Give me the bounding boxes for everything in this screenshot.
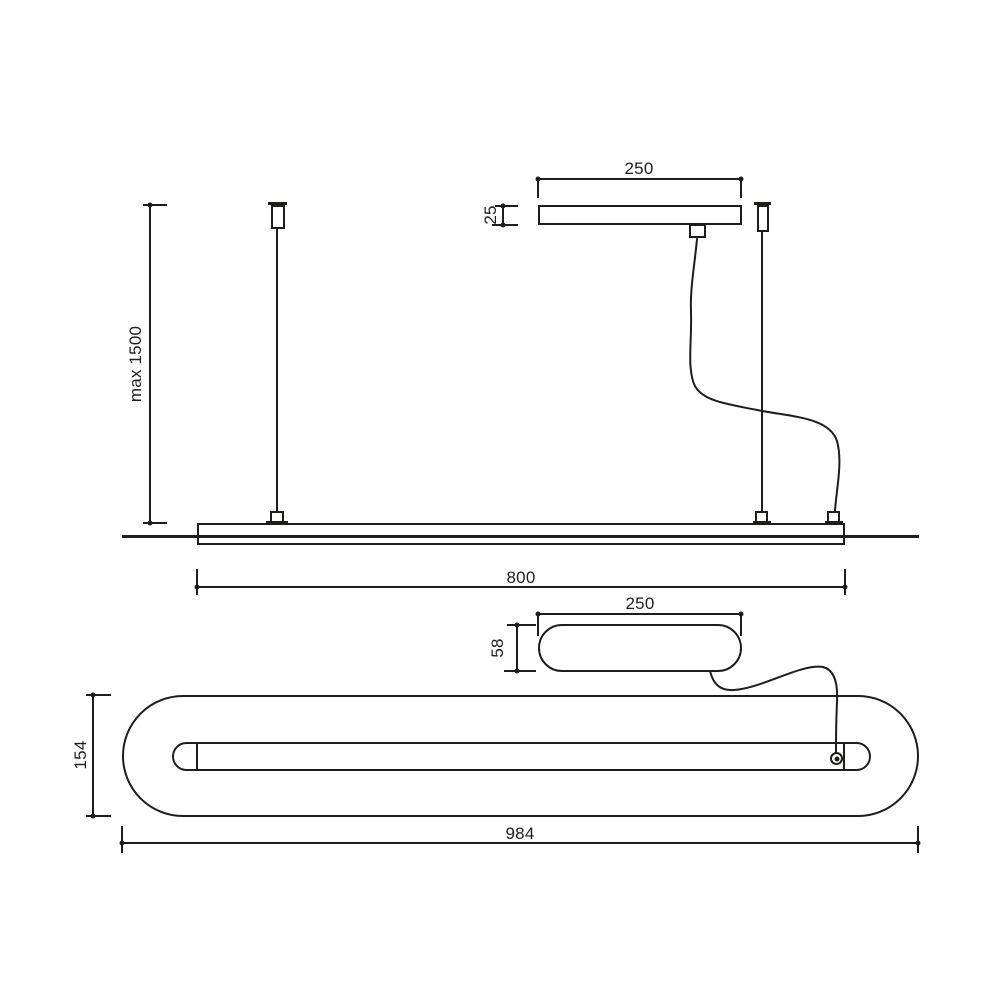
dim-tick-top [495, 205, 518, 207]
dim-endpoint-dot [194, 584, 200, 590]
dim-ext-right [740, 178, 742, 198]
dim-endpoint-dot [147, 520, 153, 526]
top-bar-side [197, 523, 845, 545]
dim-ext-left [121, 826, 123, 853]
dim-label-bar-width: 800 [506, 568, 536, 587]
suspension-holder-left [271, 205, 285, 229]
dim-endpoint-dot [535, 611, 541, 617]
suspension-holder-right [757, 205, 769, 232]
canopy-cable-gland [689, 224, 706, 238]
dim-line-lamp-width [122, 842, 919, 844]
dim-ext-right [844, 569, 846, 595]
dim-line-canopy-height [502, 205, 504, 226]
dim-endpoint-dot [842, 584, 848, 590]
dim-tick-bottom [143, 522, 167, 524]
dim-tick-bottom [86, 815, 111, 817]
dim-line-canopy-depth [516, 624, 518, 672]
dim-label-canopy-width-side: 250 [624, 159, 654, 178]
dim-endpoint-dot [514, 668, 520, 674]
dim-line-max-suspension [149, 205, 151, 523]
suspension-holder-cap-left [268, 202, 287, 205]
dim-tick-top [507, 624, 536, 626]
dim-ext-left [196, 569, 198, 595]
dim-endpoint-dot [514, 622, 520, 628]
rod-foot-base-right [753, 521, 771, 524]
dim-endpoint-dot [147, 202, 153, 208]
cable-connector-pin [834, 756, 839, 761]
dim-endpoint-dot [738, 176, 744, 182]
dim-endpoint-dot [500, 203, 506, 209]
dim-line-canopy-width-side [538, 178, 742, 180]
dim-endpoint-dot [90, 692, 96, 698]
tube-endcap-divider-left [196, 743, 198, 770]
dim-label-canopy-width-top: 250 [625, 594, 655, 613]
dim-tick-top [86, 694, 111, 696]
dim-line-lamp-depth [92, 695, 94, 816]
dim-endpoint-dot [119, 840, 125, 846]
dim-endpoint-dot [738, 611, 744, 617]
canopy-side [538, 205, 742, 225]
dim-ext-right [740, 613, 742, 636]
light-tube-slot [172, 742, 871, 771]
dim-endpoint-dot [535, 176, 541, 182]
dim-endpoint-dot [915, 840, 921, 846]
dim-label-lamp-width: 984 [505, 824, 535, 843]
tube-endcap-divider-right [843, 743, 845, 770]
suspension-holder-cap-right [754, 202, 771, 205]
dim-line-bar-width [197, 586, 845, 588]
dim-ext-right [917, 826, 919, 853]
dim-ext-left [537, 178, 539, 198]
dim-endpoint-dot [90, 813, 96, 819]
suspension-rod-right [761, 232, 763, 512]
dim-tick-bottom [504, 670, 536, 672]
dim-tick-top [143, 204, 167, 206]
rod-foot-base-left [266, 521, 288, 524]
power-cable-top-view [709, 665, 839, 753]
dim-endpoint-dot [500, 222, 506, 228]
suspension-rod-left [276, 229, 278, 512]
dim-ext-left [537, 613, 539, 636]
power-cable-side-view [689, 238, 841, 512]
cable-entry-base [825, 521, 843, 524]
canopy-top [538, 624, 742, 672]
dim-line-canopy-width-top [538, 613, 742, 615]
light-tube-edge [122, 535, 919, 538]
